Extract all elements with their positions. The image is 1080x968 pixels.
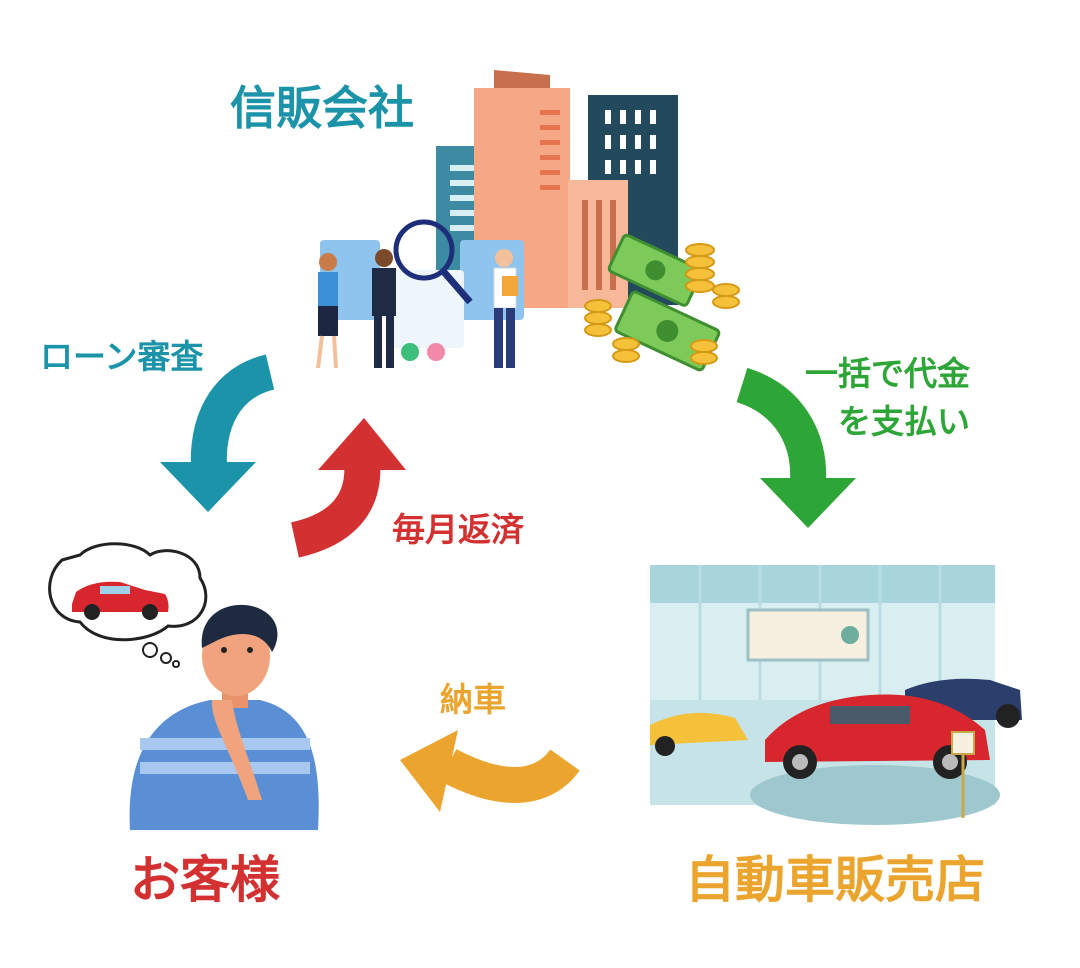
arrow-monthly-repayment-up-icon xyxy=(290,418,406,558)
arrow-delivery-left-icon xyxy=(400,730,580,812)
money-coins-illustration xyxy=(584,233,740,372)
car-dealership-illustration xyxy=(650,565,1022,825)
customer-title: お客様 xyxy=(130,851,280,909)
delivery-label: 納車 xyxy=(440,680,506,719)
loan-review-people-illustration xyxy=(316,219,524,369)
loan-review-label: ローン審査 xyxy=(40,337,204,376)
arrow-payment-down-icon xyxy=(735,367,856,528)
monthly-repayment-label: 毎月返済 xyxy=(392,510,524,549)
lump-sum-payment-line2: を支払い xyxy=(838,402,970,441)
credit-company-title: 信販会社 xyxy=(230,81,414,135)
thought-car-icon xyxy=(72,581,169,620)
arrow-loan-review-down-icon xyxy=(160,354,276,512)
lump-sum-payment-line1: 一括で代金 xyxy=(805,354,970,393)
lump-sum-payment-label: 一括で代金 を支払い xyxy=(805,350,970,446)
dealer-title: 自動車販売店 xyxy=(685,851,985,909)
customer-illustration xyxy=(48,542,319,830)
